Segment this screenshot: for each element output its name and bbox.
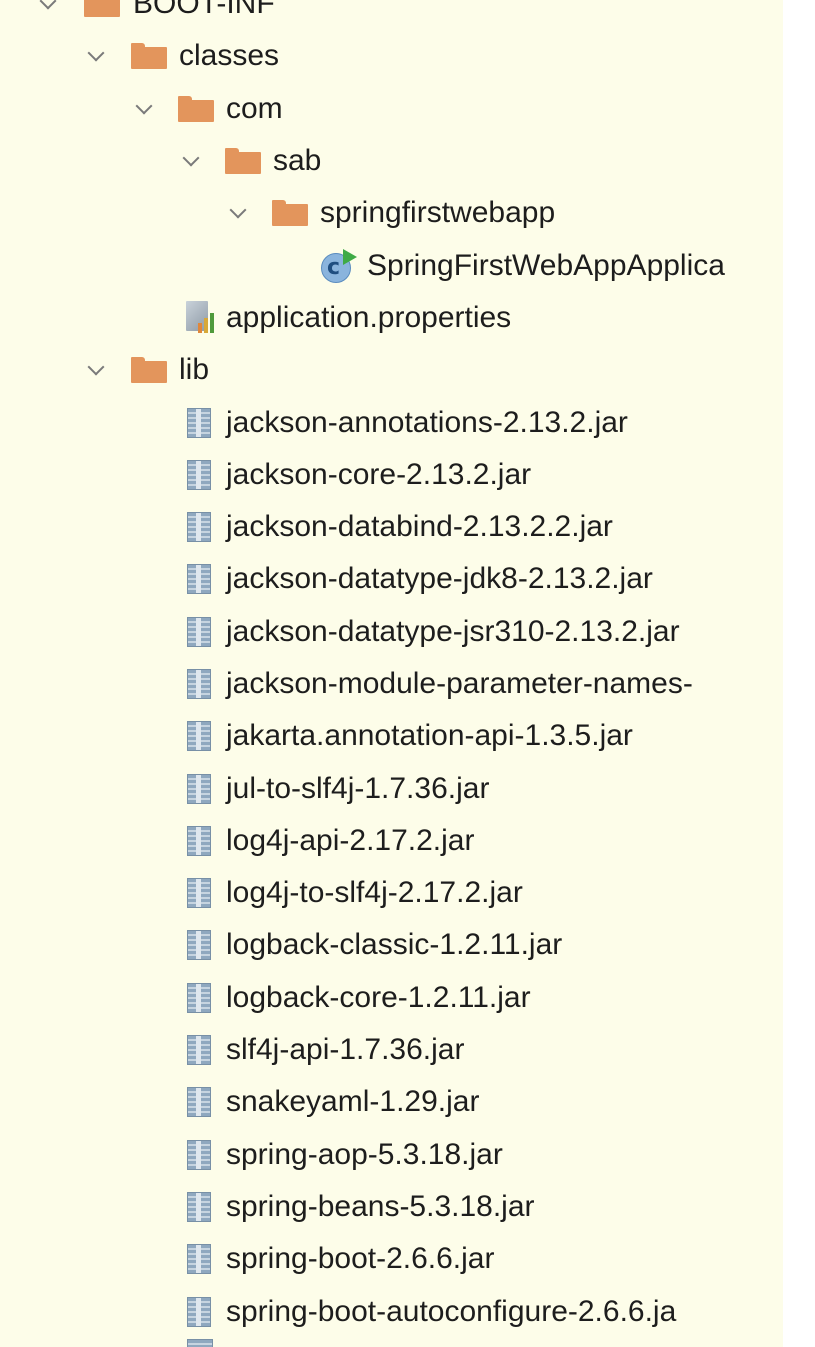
tree-node-jar[interactable]: logback-core-1.2.11.jar — [0, 972, 783, 1024]
tree-node-application-properties[interactable]: application.properties — [0, 292, 783, 344]
tree-node-jar[interactable]: jackson-module-parameter-names- — [0, 658, 783, 710]
jar-icon — [187, 1035, 211, 1066]
jar-icon — [187, 459, 211, 490]
tree-node-jar[interactable]: log4j-api-2.17.2.jar — [0, 815, 783, 867]
jar-icon — [187, 407, 211, 438]
tree-node-sab[interactable]: sab — [0, 135, 783, 187]
tree-node-lib[interactable]: lib — [0, 344, 783, 396]
jar-file-name: log4j-to-slf4j-2.17.2.jar — [226, 876, 523, 910]
tree-node-jar[interactable]: slf4j-api-1.7.36.jar — [0, 1024, 783, 1076]
tree-node-jar[interactable]: logback-classic-1.2.11.jar — [0, 919, 783, 971]
jar-icon — [187, 1087, 211, 1118]
tree-node-label: application.properties — [226, 300, 512, 334]
jar-file-name: spring-boot-2.6.6.jar — [226, 1242, 495, 1276]
tree-node-jar[interactable]: jul-to-slf4j-1.7.36.jar — [0, 762, 783, 814]
project-tree: BOOT-INF classes com sab springfirstweba… — [0, 0, 783, 1338]
jar-icon — [187, 1339, 213, 1347]
tree-node-jar[interactable]: jackson-annotations-2.13.2.jar — [0, 396, 783, 448]
jar-file-name: jul-to-slf4j-1.7.36.jar — [226, 771, 490, 805]
folder-icon — [84, 0, 120, 18]
jar-icon — [187, 930, 211, 961]
tree-node-jar[interactable]: jakarta.annotation-api-1.3.5.jar — [0, 710, 783, 762]
jar-icon — [187, 982, 211, 1013]
folder-icon — [178, 95, 214, 122]
chevron-down-icon[interactable] — [227, 199, 249, 221]
jar-file-name: spring-aop-5.3.18.jar — [226, 1137, 503, 1171]
tree-node-jar[interactable]: jackson-core-2.13.2.jar — [0, 449, 783, 501]
jar-file-name: spring-beans-5.3.18.jar — [226, 1189, 535, 1223]
jar-file-name: jakarta.annotation-api-1.3.5.jar — [226, 719, 633, 753]
properties-file-icon — [184, 300, 216, 335]
folder-icon — [131, 357, 167, 384]
tree-node-label: springfirstwebapp — [320, 196, 556, 230]
tree-node-classes[interactable]: classes — [0, 30, 783, 82]
tree-node-boot-inf[interactable]: BOOT-INF — [0, 0, 783, 30]
jar-file-name: jackson-datatype-jsr310-2.13.2.jar — [226, 614, 680, 648]
tree-node-com[interactable]: com — [0, 83, 783, 135]
jar-file-name: slf4j-api-1.7.36.jar — [226, 1033, 465, 1067]
jar-file-name: snakeyaml-1.29.jar — [226, 1085, 480, 1119]
jar-icon — [187, 721, 211, 752]
tree-node-label: classes — [179, 39, 280, 73]
tree-node-jar[interactable]: spring-boot-2.6.6.jar — [0, 1233, 783, 1285]
tree-node-jar[interactable]: spring-boot-autoconfigure-2.6.6.ja — [0, 1285, 783, 1337]
jar-file-name: log4j-api-2.17.2.jar — [226, 823, 475, 857]
project-tree-panel: BOOT-INF classes com sab springfirstweba… — [0, 0, 783, 1347]
chevron-down-icon[interactable] — [133, 95, 155, 117]
jar-file-name: jackson-datatype-jdk8-2.13.2.jar — [226, 562, 653, 596]
tree-node-jar[interactable]: spring-aop-5.3.18.jar — [0, 1129, 783, 1181]
tree-node-springfirstwebapp[interactable]: springfirstwebapp — [0, 187, 783, 239]
tree-node-label: sab — [273, 144, 322, 178]
chevron-down-icon[interactable] — [85, 42, 107, 64]
jar-file-name: jackson-module-parameter-names- — [226, 667, 693, 700]
tree-node-label: SpringFirstWebAppApplica — [367, 248, 725, 282]
tree-node-jar[interactable]: log4j-to-slf4j-2.17.2.jar — [0, 867, 783, 919]
jar-icon — [187, 825, 211, 856]
chevron-down-icon[interactable] — [37, 0, 59, 12]
jar-icon — [187, 512, 211, 543]
folder-icon — [272, 200, 308, 227]
tree-node-jar[interactable]: jackson-datatype-jsr310-2.13.2.jar — [0, 606, 783, 658]
jar-icon — [187, 1191, 211, 1222]
jar-file-name: spring-boot-autoconfigure-2.6.6.ja — [226, 1294, 677, 1328]
spring-boot-class-icon: c — [321, 248, 361, 285]
chevron-down-icon[interactable] — [180, 147, 202, 169]
jar-file-name: jackson-databind-2.13.2.2.jar — [226, 510, 613, 544]
jar-file-name: jackson-annotations-2.13.2.jar — [226, 405, 628, 439]
tree-node-label: com — [226, 91, 283, 125]
jar-icon — [187, 878, 211, 909]
jar-icon — [187, 1244, 211, 1275]
jar-file-name: jackson-core-2.13.2.jar — [226, 457, 532, 491]
tree-node-jar[interactable]: jackson-databind-2.13.2.2.jar — [0, 501, 783, 553]
tree-node-jar[interactable]: snakeyaml-1.29.jar — [0, 1076, 783, 1128]
jar-file-name: logback-core-1.2.11.jar — [226, 980, 531, 1014]
tree-node-label: BOOT-INF — [133, 0, 275, 21]
tree-node-label: lib — [179, 353, 210, 387]
jar-icon — [187, 564, 211, 595]
folder-icon — [131, 43, 167, 70]
jar-icon — [187, 1139, 211, 1170]
tree-node-main-class[interactable]: c SpringFirstWebAppApplica — [0, 239, 783, 291]
jar-icon — [187, 773, 211, 804]
chevron-down-icon[interactable] — [85, 356, 107, 378]
jar-icon — [187, 1296, 211, 1327]
tree-node-jar[interactable]: spring-beans-5.3.18.jar — [0, 1181, 783, 1233]
jar-icon — [187, 669, 211, 699]
jar-icon — [187, 616, 211, 647]
jar-file-name: logback-classic-1.2.11.jar — [226, 928, 563, 962]
folder-icon — [225, 148, 261, 175]
tree-node-jar[interactable]: jackson-datatype-jdk8-2.13.2.jar — [0, 553, 783, 605]
